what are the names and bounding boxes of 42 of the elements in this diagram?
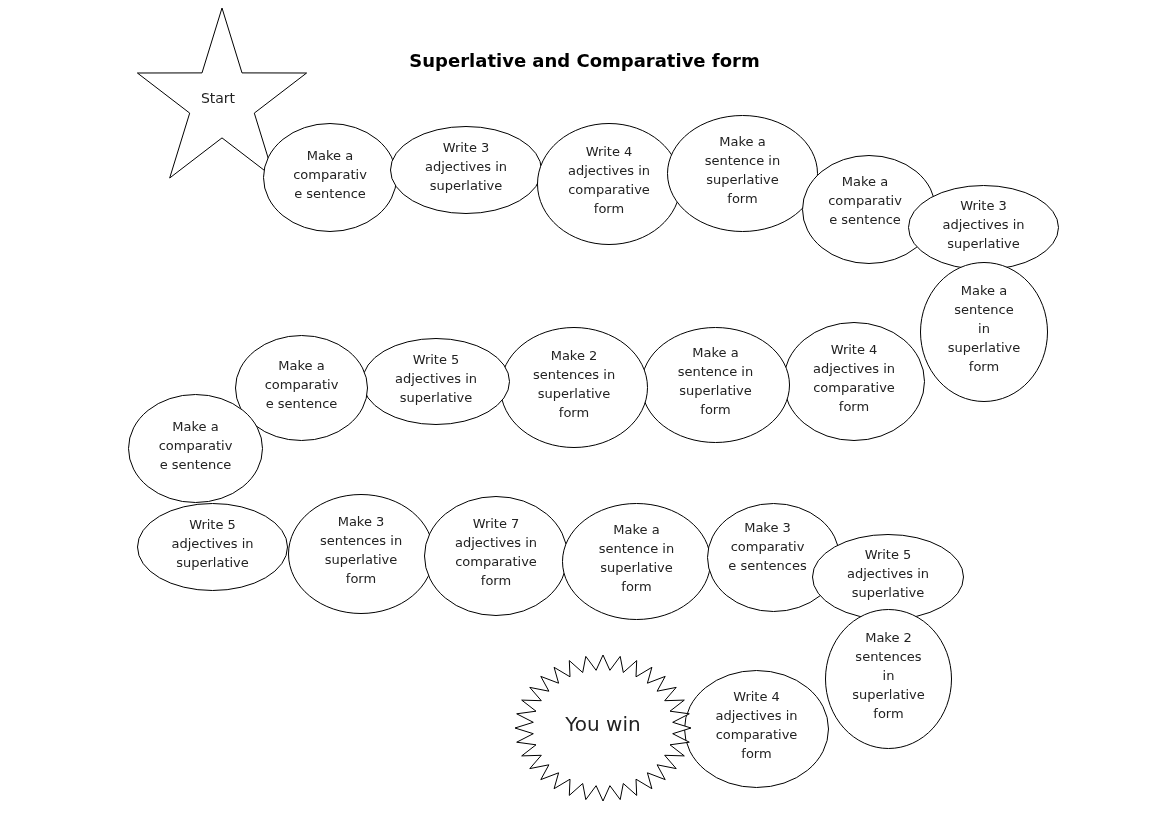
oval-space: [128, 394, 263, 503]
space-instruction: Write 7 adjectives in comparative form: [454, 516, 538, 588]
space-instruction: Write 4 adjectives in comparative form: [567, 144, 651, 216]
oval-space: [641, 327, 790, 443]
start-label: Start: [200, 90, 236, 106]
space-instruction: Make a comparativ e sentence: [293, 147, 367, 200]
oval-space: [263, 123, 397, 232]
oval-space: [562, 503, 711, 620]
space-instruction: Write 5 adjectives in superlative: [394, 351, 478, 404]
space-instruction: Make a sentence in superlative form: [704, 133, 781, 206]
finish-label: You win: [565, 712, 641, 736]
space-instruction: Write 5 adjectives in superlative: [846, 546, 930, 600]
oval-space: [908, 185, 1059, 270]
oval-space: [812, 534, 964, 620]
oval-space: [235, 335, 368, 441]
oval-space: [362, 338, 510, 425]
oval-space: [667, 115, 818, 232]
oval-space: [825, 609, 952, 749]
space-instruction: Make a comparativ e sentence: [158, 418, 233, 471]
space-instruction: Make a comparativ e sentence: [828, 173, 902, 226]
oval-space: [424, 496, 568, 616]
space-instruction: Make 3 sentences in superlative form: [319, 514, 403, 586]
space-instruction: Make 2 sentences in superlative form: [532, 347, 616, 420]
title: Superlative and Comparative form: [409, 50, 760, 71]
space-instruction: Make a sentence in superlative form: [947, 282, 1021, 374]
oval-space: [500, 327, 648, 448]
space-instruction: Write 3 adjectives in superlative: [942, 197, 1025, 250]
space-instruction: Make a comparativ e sentence: [264, 357, 339, 411]
space-instruction: Write 5 adjectives in superlative: [171, 516, 254, 570]
oval-space: [390, 126, 542, 214]
space-instruction: Write 4 adjectives in comparative form: [812, 341, 896, 414]
space-instruction: Make a sentence in superlative form: [598, 521, 675, 594]
space-instruction: Make 3 comparativ e sentences: [728, 519, 807, 572]
space-instruction: Make 2 sentences in superlative form: [852, 629, 925, 721]
space-instruction: Write 3 adjectives in superlative: [424, 139, 508, 193]
oval-space: [137, 503, 288, 591]
oval-space: [783, 322, 925, 441]
space-instruction: Make a sentence in superlative form: [677, 345, 754, 417]
space-instruction: Write 4 adjectives in comparative form: [715, 689, 798, 761]
oval-space: [920, 262, 1048, 402]
finish-starburst: [514, 654, 692, 802]
oval-space: [684, 670, 829, 788]
